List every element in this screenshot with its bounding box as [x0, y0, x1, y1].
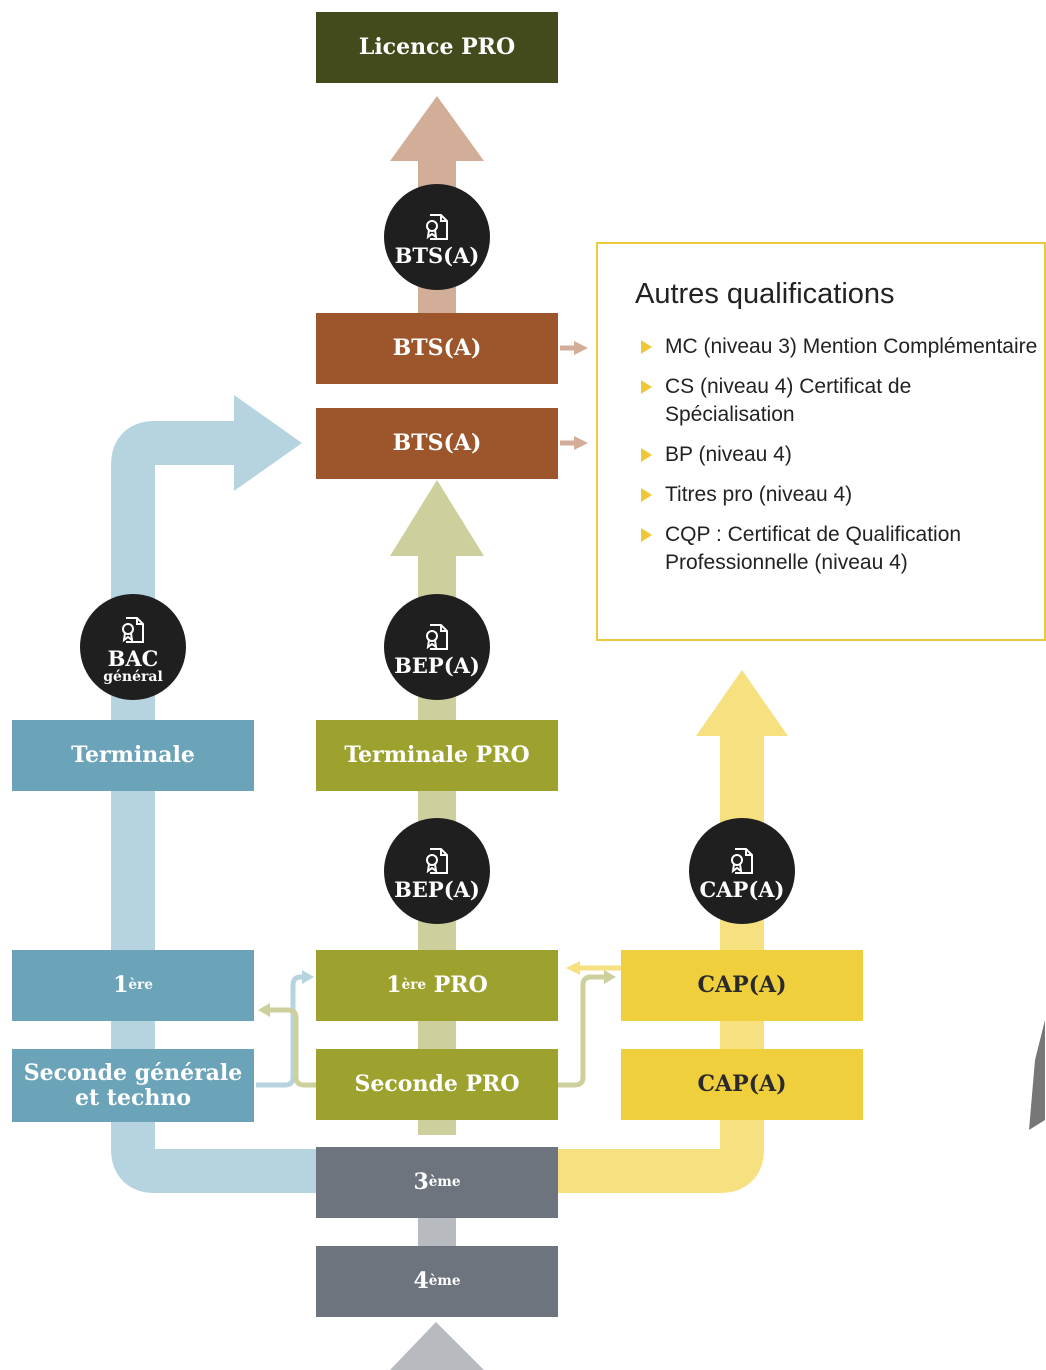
bullet-triangle-icon: [641, 448, 652, 462]
blue-arrowhead: [234, 395, 302, 491]
list-item: CQP : Certificat de Qualification Profes…: [635, 521, 1044, 577]
list-item: CS (niveau 4) Certificat de Spécialisati…: [635, 373, 1044, 429]
quatrieme-label: 4: [413, 1268, 429, 1295]
bullet-triangle-icon: [641, 380, 652, 394]
green-arrowhead: [390, 480, 484, 556]
badge-bts: BTS(A): [384, 184, 490, 290]
badge-bep-upper-label: BEP(A): [394, 652, 480, 678]
connector-blue: [256, 974, 304, 1088]
bullet-triangle-icon: [641, 528, 652, 542]
gray-stem: [418, 1212, 456, 1252]
connector-yellow-head: [566, 961, 580, 975]
certificate-icon: [426, 847, 448, 874]
list-item-text: MC (niveau 3) Mention Complémentaire: [665, 335, 1038, 358]
list-item-text: CS (niveau 4) Certificat de Spécialisati…: [665, 375, 912, 426]
certificate-icon: [731, 847, 753, 874]
terminale-box: Terminale: [12, 720, 254, 791]
list-item-text: BP (niveau 4): [665, 443, 792, 466]
gray-arrow: [390, 1322, 484, 1370]
yellow-arrowhead: [696, 670, 788, 736]
seconde-generale-box: Seconde générale et techno: [12, 1049, 254, 1122]
connector-green-left: [268, 1007, 318, 1088]
badge-bep-lower: BEP(A): [384, 818, 490, 924]
bts-arrow-top-head: [574, 341, 588, 355]
qualifications-list: MC (niveau 3) Mention Complémentaire CS …: [635, 333, 1044, 577]
badge-bep-lower-label: BEP(A): [394, 876, 480, 902]
certificate-icon: [426, 213, 448, 240]
badge-bac: BAC général: [80, 594, 186, 700]
certificate-icon: [122, 616, 144, 643]
list-item: Titres pro (niveau 4): [635, 481, 1044, 509]
badge-cap-label: CAP(A): [699, 876, 785, 902]
list-item-text: Titres pro (niveau 4): [665, 483, 853, 506]
blue-path: [111, 421, 330, 1193]
cap-box-top: CAP(A): [621, 950, 863, 1021]
quatrieme-sup: ème: [428, 1273, 461, 1289]
bts-box-bottom: BTS(A): [316, 408, 558, 479]
licence-pro-box: Licence PRO: [316, 12, 558, 83]
bullet-triangle-icon: [641, 488, 652, 502]
premiere-pro-sup: ère: [401, 977, 427, 993]
autres-qualifications-panel: Autres qualifications MC (niveau 3) Ment…: [596, 242, 1046, 641]
seconde-pro-box: Seconde PRO: [316, 1049, 558, 1120]
connector-green-right: [556, 974, 606, 1088]
list-item: BP (niveau 4): [635, 441, 1044, 469]
terminale-pro-box: Terminale PRO: [316, 720, 558, 791]
troisieme-sup: ème: [428, 1174, 461, 1190]
badge-bac-sub: général: [103, 668, 163, 685]
badge-bts-label: BTS(A): [394, 242, 480, 268]
premiere-pro-label: 1: [386, 972, 402, 999]
badge-cap: CAP(A): [689, 818, 795, 924]
bts-arrow-bottom-head: [574, 436, 588, 450]
troisieme-label: 3: [413, 1169, 429, 1196]
bullet-triangle-icon: [641, 340, 652, 354]
list-item-text: CQP : Certificat de Qualification Profes…: [665, 523, 962, 574]
tan-arrowhead: [390, 96, 484, 161]
certificate-icon: [426, 623, 448, 650]
bts-box-top: BTS(A): [316, 313, 558, 384]
yellow-path: [556, 735, 764, 1193]
premiere-label: 1: [113, 972, 129, 999]
panel-title: Autres qualifications: [635, 278, 895, 310]
connector-green-right-head: [604, 970, 616, 984]
cap-box-bottom: CAP(A): [621, 1049, 863, 1120]
connector-blue-head: [302, 970, 314, 984]
badge-bep-upper: BEP(A): [384, 594, 490, 700]
connector-green-left-head: [258, 1003, 270, 1017]
list-item: MC (niveau 3) Mention Complémentaire: [635, 333, 1044, 361]
badge-bac-label: BAC: [107, 645, 159, 671]
premiere-pro-suffix: PRO: [426, 972, 488, 999]
premiere-sup: ère: [128, 977, 153, 993]
